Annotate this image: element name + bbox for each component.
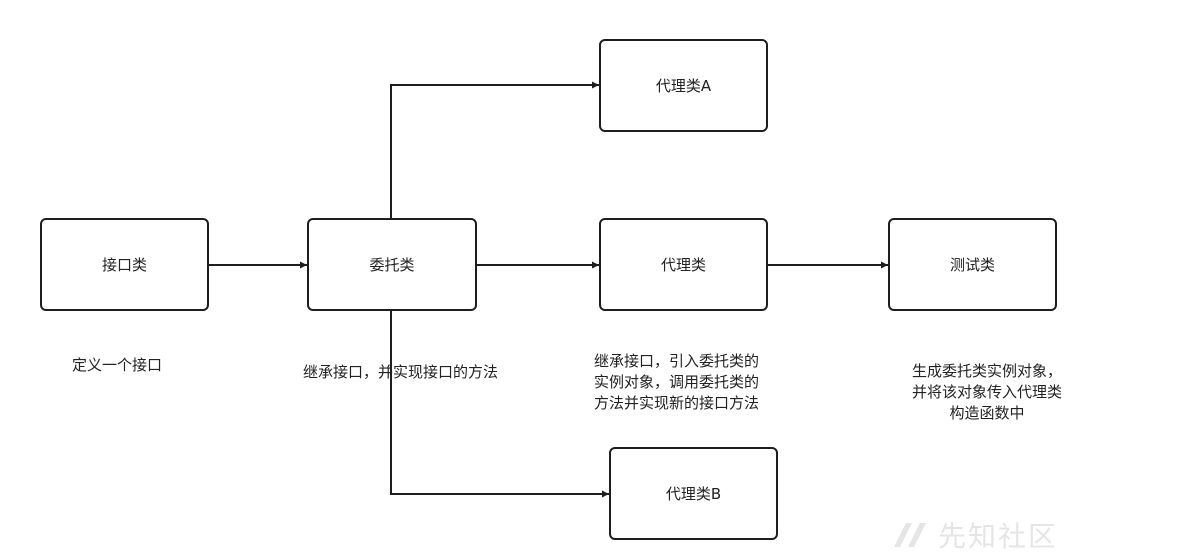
- note-line: 方法并实现新的接口方法: [594, 394, 760, 412]
- note-interface: 定义一个接口: [72, 355, 162, 376]
- note-line: 继承接口，引入委托类的: [594, 352, 760, 370]
- node-test[interactable]: 测试类: [888, 218, 1057, 311]
- note-proxy: 继承接口，引入委托类的 实例对象，调用委托类的 方法并实现新的接口方法: [594, 351, 759, 414]
- node-delegate[interactable]: 委托类: [307, 218, 477, 311]
- arrow-delegate-to-proxy-a: [390, 81, 599, 218]
- watermark-text: 先知社区: [938, 520, 1059, 553]
- note-delegate: 继承接口，并实现接口的方法: [303, 362, 498, 383]
- note-line: 继承接口，并实现接口的方法: [303, 363, 499, 381]
- xianzhi-logo-icon: [894, 523, 926, 547]
- note-line: 并将该对象传入代理类: [911, 383, 1062, 401]
- note-line: 生成委托类实例对象，: [911, 362, 1062, 380]
- arrow-delegate-to-proxy-b: [390, 310, 609, 498]
- note-test: 生成委托类实例对象， 并将该对象传入代理类 构造函数中: [880, 361, 1094, 424]
- note-line: 实例对象，调用委托类的: [594, 373, 760, 391]
- node-proxy[interactable]: 代理类: [599, 218, 768, 311]
- note-line: 定义一个接口: [72, 356, 163, 374]
- watermark: 先知社区: [892, 520, 1058, 553]
- node-proxy-b[interactable]: 代理类B: [609, 447, 778, 540]
- node-proxy-a[interactable]: 代理类A: [599, 39, 768, 132]
- note-line: 构造函数中: [949, 404, 1025, 422]
- node-interface[interactable]: 接口类: [40, 218, 209, 311]
